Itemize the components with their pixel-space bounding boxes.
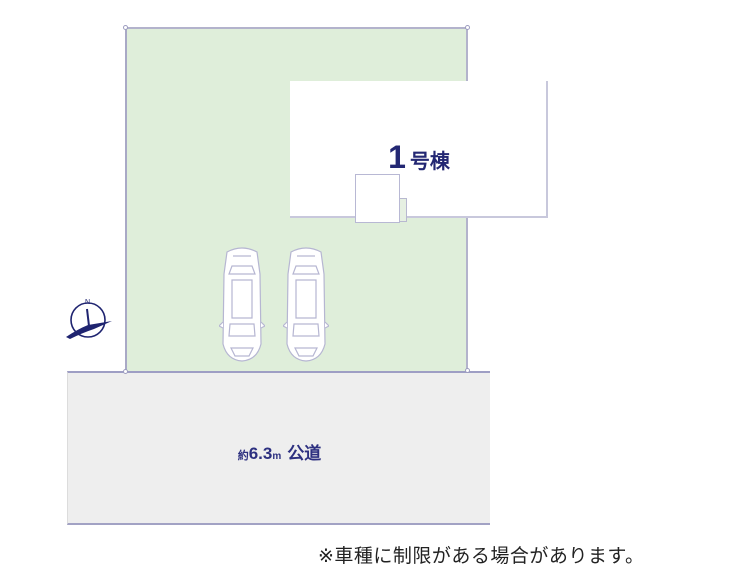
boundary-marker (123, 25, 128, 30)
building-suffix: 号棟 (409, 151, 450, 173)
road-prefix: 約 (237, 450, 249, 462)
north-compass-icon: N (66, 299, 112, 339)
compass-n-label: N (85, 299, 90, 306)
public-road: 約6.3m 公道 (67, 371, 490, 525)
road-label: 約6.3m 公道 (68, 439, 491, 464)
boundary-marker (465, 368, 470, 373)
car-icon (219, 247, 265, 362)
car-icon (283, 247, 329, 362)
road-unit: m (272, 451, 282, 462)
road-width: 6.3 (248, 444, 273, 463)
road-type: 公道 (287, 444, 322, 463)
vehicle-restriction-note: ※車種に制限がある場合があります。 (318, 545, 645, 567)
boundary-marker (123, 369, 128, 374)
building-number: 1 (388, 139, 406, 175)
boundary-marker (465, 25, 470, 30)
entrance-porch (355, 174, 400, 223)
